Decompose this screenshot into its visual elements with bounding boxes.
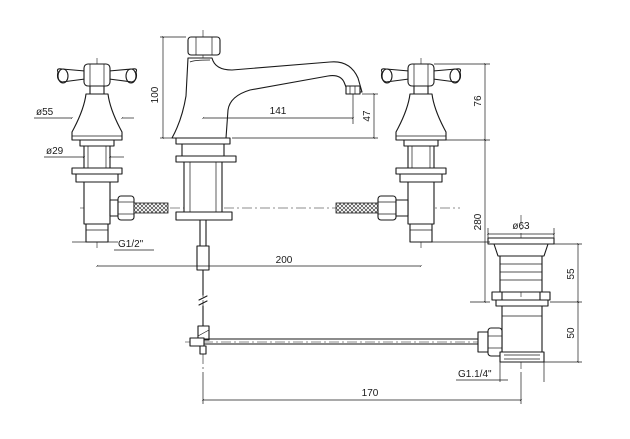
dim-shank-diameter: ø29 — [46, 146, 64, 157]
dimension-labels: 100 141 47 76 280 ø55 ø29 G1/2" 200 ø63 … — [36, 86, 577, 399]
dimension-lines — [34, 35, 582, 404]
pop-up-waste — [477, 237, 555, 363]
dim-waste-offset: 170 — [362, 388, 379, 399]
dim-outlet-height: 47 — [362, 110, 373, 122]
dim-spout-reach: 141 — [270, 106, 287, 117]
dim-inlet-thread: G1/2" — [118, 239, 144, 250]
dim-waste-diameter: ø63 — [512, 221, 530, 232]
dim-waste-thread: G1.1/4" — [458, 369, 492, 380]
dim-escutcheon-diameter: ø55 — [36, 107, 54, 118]
dim-body-length: 280 — [473, 213, 484, 230]
right-tap-handle — [380, 63, 462, 243]
dim-spout-height: 100 — [150, 86, 161, 103]
dim-waste-lower: 50 — [566, 327, 577, 339]
left-hose — [109, 195, 169, 221]
dim-centres: 200 — [276, 255, 293, 266]
right-hose — [335, 195, 409, 221]
dim-waste-upper: 55 — [566, 268, 577, 280]
dim-handle-height: 76 — [473, 95, 484, 107]
